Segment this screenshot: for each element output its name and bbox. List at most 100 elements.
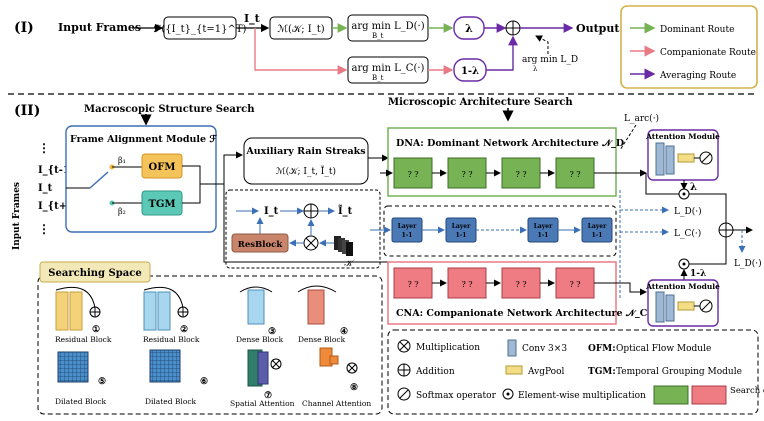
- conv-icon: [665, 145, 675, 175]
- alignment-func: ℱ({I_t}_{t=1}^T): [154, 24, 247, 35]
- it-node: I_t: [264, 206, 279, 217]
- argmin-c-sub: B_t: [372, 74, 384, 82]
- dna-title: DNA: Dominant Network Architecture 𝒩_D: [396, 138, 624, 149]
- search-cell: [393, 267, 433, 299]
- svg-text:1-1: 1-1: [592, 232, 603, 239]
- key-tgm-abbr: TGM:: [588, 367, 616, 377]
- key-multiplication: Multiplication: [416, 343, 480, 353]
- one-minus-lambda-out: 1-λ: [690, 269, 706, 279]
- frame-next: I_{t+1}: [38, 201, 81, 212]
- elementwise-dot: [506, 392, 510, 396]
- svg-text:Layer: Layer: [588, 223, 607, 230]
- block-num: ⑥: [200, 377, 208, 387]
- key-addition: Addition: [415, 367, 455, 377]
- arrow: [223, 184, 388, 263]
- block-num: ①: [92, 325, 100, 335]
- block-label: Dense Block: [298, 335, 346, 344]
- averaging-arrow: [486, 35, 518, 71]
- arrow: [223, 151, 243, 184]
- block-2: ② Residual Block: [143, 286, 200, 344]
- block-5: ⑤ Dilated Block: [55, 351, 107, 406]
- macro-title: Macroscopic Structure Search: [84, 104, 255, 115]
- key-avgpool: AvgPool: [527, 367, 565, 377]
- panel-1-label: (I): [14, 20, 34, 36]
- block-7: ⑦ Spatial Attention: [230, 349, 295, 408]
- l-c: L_C(·): [674, 228, 701, 239]
- arrow: [645, 173, 679, 195]
- kernel-stack: [346, 242, 353, 256]
- argmin-lambda: arg min L_D: [522, 55, 578, 65]
- attention-label-top: Attention Module: [645, 132, 720, 141]
- svg-text:? ?: ? ?: [569, 170, 580, 179]
- svg-text:Layer: Layer: [452, 223, 471, 230]
- search-cell: [393, 157, 433, 189]
- svg-text:1-1: 1-1: [402, 232, 413, 239]
- frame-current: I_t: [38, 183, 53, 194]
- svg-text:1-1: 1-1: [538, 232, 549, 239]
- elementwise-dot: [682, 192, 686, 196]
- softmax-glyph: [701, 301, 711, 311]
- svg-text:? ?: ? ?: [515, 170, 526, 179]
- key-elementwise: Element-wise multiplication: [518, 391, 646, 401]
- block-6: ⑥ Dilated Block: [145, 349, 208, 406]
- legend-averaging: Averaging Route: [659, 71, 736, 81]
- it-label: I_t: [244, 12, 261, 26]
- kernel-stack: [338, 238, 345, 252]
- lambda-out: λ: [690, 182, 697, 193]
- argmin-d-sub: B_t: [372, 32, 384, 40]
- search-space-box: [37, 275, 383, 415]
- search-cell: [501, 157, 541, 189]
- times-glyph: [305, 237, 317, 249]
- fam-title: Frame Alignment Module ℱ: [70, 134, 217, 145]
- elementwise-dot: [682, 262, 686, 266]
- l-arc: L_arc(·): [624, 113, 659, 124]
- search-cell-green: [653, 385, 689, 405]
- key-ofm-abbr: OFM:: [588, 344, 616, 354]
- argmin-c: arg min L_C(·): [352, 63, 425, 74]
- kernel-stack: [342, 240, 349, 254]
- avgpool-icon: [677, 301, 695, 311]
- kernel-stack: [334, 236, 341, 250]
- key-softmax: Softmax operator: [416, 391, 497, 401]
- rain-detail-region: [225, 189, 381, 269]
- block-label: Dilated Block: [145, 397, 197, 406]
- conv-icon: [507, 339, 517, 357]
- key-tgm-full: Temporal Grouping Module: [616, 367, 742, 377]
- output-label: Output: [576, 22, 620, 35]
- input-frames-vertical: Input Frames: [12, 182, 22, 250]
- layers: Layer 1-1 Layer 1-1 Layer 1-1 Layer 1-1: [391, 217, 613, 243]
- search-cell-red: [691, 385, 727, 405]
- frame-dots-bottom: ⋮: [38, 222, 50, 236]
- attention-label-bottom: Attention Module: [645, 282, 720, 291]
- aux-func: ℳ(𝒦; I_t, Ĩ_t): [276, 165, 336, 177]
- arrow: [689, 193, 727, 223]
- svg-text:? ?: ? ?: [569, 280, 580, 289]
- svg-text:? ?: ? ?: [461, 280, 472, 289]
- legend-companionate: Companionate Route: [660, 48, 756, 58]
- input-frames-label: Input Frames: [58, 21, 141, 34]
- block-1: ① Residual Block: [55, 286, 112, 344]
- plus-glyph: [398, 364, 410, 376]
- layer-region: [383, 205, 617, 257]
- block-8: ⑧ Channel Attention: [302, 347, 371, 408]
- l-d-out: L_D(·): [734, 258, 762, 269]
- l-d: L_D(·): [674, 206, 702, 217]
- argmin-lambda-sub: λ: [533, 65, 538, 73]
- key-ofm-full: Optical Flow Module: [616, 344, 711, 354]
- block-num: ⑧: [350, 383, 358, 393]
- plus-glyph: [506, 21, 520, 35]
- block-num: ②: [180, 325, 188, 335]
- svg-text:? ?: ? ?: [407, 280, 418, 289]
- beta-2: β₂: [118, 207, 126, 216]
- search-space-title: Searching Space: [48, 268, 141, 279]
- block-3: ③ Dense Block: [236, 286, 284, 344]
- plus-glyph: [719, 223, 733, 237]
- beta-1: β₁: [118, 156, 126, 165]
- conv-icon: [655, 142, 665, 176]
- block-num: ③: [268, 327, 276, 337]
- svg-text:Layer: Layer: [534, 223, 553, 230]
- aux-rain-box: [243, 137, 369, 185]
- avgpool-icon: [505, 365, 523, 375]
- block-num: ⑦: [264, 391, 272, 401]
